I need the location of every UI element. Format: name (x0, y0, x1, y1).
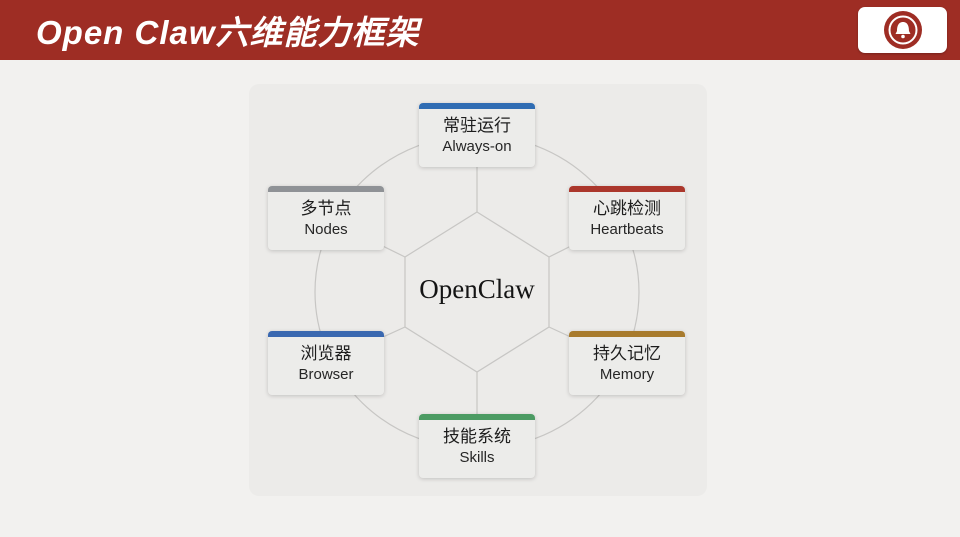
node-card-nodes: 多节点 Nodes (268, 186, 384, 250)
node-color-bar (569, 186, 685, 192)
node-title-en: Always-on (442, 138, 512, 155)
node-title-zh: 心跳检测 (593, 199, 661, 218)
node-card-browser: 浏览器 Browser (268, 331, 384, 395)
node-title-en: Heartbeats (590, 221, 664, 238)
node-title-zh: 浏览器 (300, 344, 352, 363)
header-bar: Open Claw六维能力框架 (0, 0, 960, 60)
node-color-bar (268, 186, 384, 192)
logo-badge (858, 7, 947, 53)
node-card-memory: 持久记忆 Memory (569, 331, 685, 395)
node-card-skills: 技能系统 Skills (419, 414, 535, 478)
node-title-en: Skills (459, 449, 495, 466)
bell-logo-icon (883, 11, 922, 49)
node-title-zh: 技能系统 (443, 427, 511, 446)
node-color-bar (268, 331, 384, 337)
page-title: Open Claw六维能力框架 (36, 14, 420, 51)
node-card-heartbeats: 心跳检测 Heartbeats (569, 186, 685, 250)
node-card-always-on: 常驻运行 Always-on (419, 103, 535, 167)
node-title-en: Browser (298, 366, 354, 383)
node-color-bar (569, 331, 685, 337)
diagram-center-label: OpenClaw (419, 274, 535, 304)
node-title-zh: 多节点 (300, 199, 352, 218)
node-title-en: Memory (599, 366, 655, 383)
node-color-bar (419, 103, 535, 109)
node-title-zh: 持久记忆 (593, 344, 661, 363)
node-color-bar (419, 414, 535, 420)
node-title-zh: 常驻运行 (443, 116, 511, 135)
node-title-en: Nodes (304, 221, 348, 238)
